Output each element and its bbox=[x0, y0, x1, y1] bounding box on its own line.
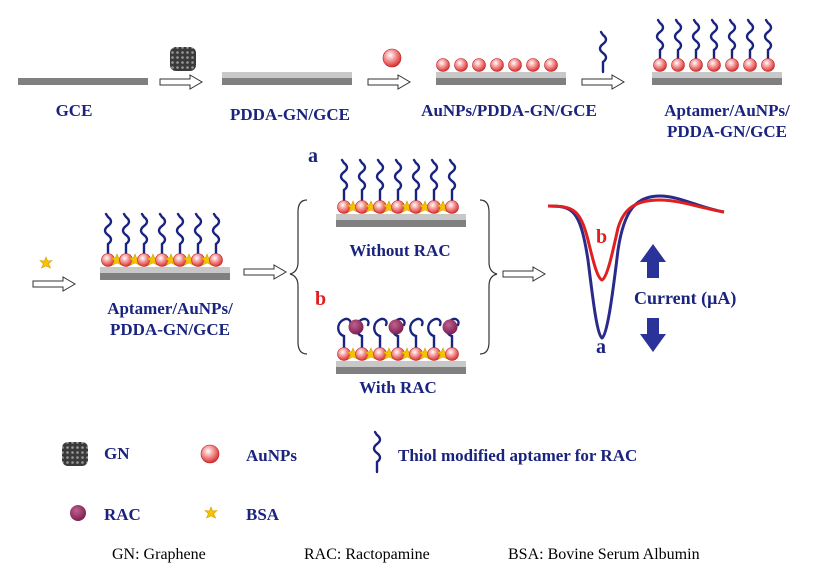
aptamer-strand bbox=[211, 212, 221, 256]
arrow-to-cases bbox=[243, 264, 287, 280]
legend-aunps-label: AuNPs bbox=[246, 446, 298, 465]
aunp-particle bbox=[508, 58, 522, 72]
aptamer-strand bbox=[393, 158, 403, 202]
left-brace bbox=[289, 199, 308, 355]
arrow-bsa bbox=[32, 276, 76, 292]
aunp-particle bbox=[209, 253, 223, 267]
aptamer-strand bbox=[121, 212, 131, 256]
aptamer-strand bbox=[139, 212, 149, 256]
legend-rac-icon bbox=[70, 505, 86, 521]
legend-gn-icon bbox=[62, 442, 88, 466]
aptamer-strand bbox=[429, 158, 439, 202]
legend-aptamer-label: Thiol modified aptamer for RAC bbox=[398, 446, 638, 465]
label-aptamer-line1: Aptamer/AuNPs/ bbox=[664, 101, 790, 120]
aptamer-icon bbox=[598, 30, 608, 74]
label-gce: GCE bbox=[55, 101, 93, 120]
aunp-particle bbox=[526, 58, 540, 72]
aunp-particle bbox=[445, 347, 459, 361]
aptamer-strand bbox=[655, 18, 665, 62]
arrow-to-signal bbox=[502, 266, 546, 282]
legend-bsa-label: BSA bbox=[246, 505, 280, 524]
footnote-bsa: BSA: Bovine Serum Albumin bbox=[508, 546, 700, 563]
electrode-with-rac bbox=[336, 317, 466, 374]
aptamer-strand bbox=[339, 158, 349, 202]
curve-a bbox=[547, 194, 725, 340]
electrode-without-rac bbox=[336, 158, 466, 227]
aptamer-strand bbox=[157, 212, 167, 256]
curve-a-label: a bbox=[596, 336, 606, 358]
aptamer-strand bbox=[447, 158, 457, 202]
label-bsa-line1: Aptamer/AuNPs/ bbox=[107, 299, 233, 318]
current-axis-label: Current (μA) bbox=[634, 288, 737, 308]
aunp-particle bbox=[725, 58, 739, 72]
pdda-gn-electrode bbox=[222, 72, 352, 85]
aptamer-strand bbox=[691, 18, 701, 62]
curve-b bbox=[547, 198, 725, 282]
footnote-gn: GN: Graphene bbox=[112, 546, 206, 563]
aunp-particle bbox=[454, 58, 468, 72]
aunp-particle bbox=[445, 200, 459, 214]
aptamer-strand bbox=[427, 317, 442, 350]
label-aptamer-electrode: Aptamer/AuNPs/ PDDA-GN/GCE bbox=[642, 100, 812, 142]
label-with-rac: With RAC bbox=[359, 378, 437, 397]
rac-molecule bbox=[348, 319, 364, 335]
legend-rac-label: RAC bbox=[104, 505, 141, 524]
label-without-rac: Without RAC bbox=[349, 241, 451, 260]
right-brace bbox=[479, 199, 498, 355]
legend-gn-label: GN bbox=[104, 444, 130, 463]
aunp-particle bbox=[490, 58, 504, 72]
aunp-particle bbox=[707, 58, 721, 72]
aunp-particle bbox=[653, 58, 667, 72]
aptamer-strand bbox=[709, 18, 719, 62]
footnote-rac: RAC: Ractopamine bbox=[304, 546, 430, 563]
label-aptamer-line2: PDDA-GN/GCE bbox=[667, 122, 787, 141]
arrow-step2 bbox=[367, 74, 411, 90]
legend-aptamer-icon bbox=[372, 430, 382, 474]
rac-molecule bbox=[388, 319, 404, 335]
aptamer-strand bbox=[727, 18, 737, 62]
arrow-up-icon bbox=[640, 244, 666, 278]
label-aunps-pdda-gn-gce: AuNPs/PDDA-GN/GCE bbox=[421, 101, 597, 120]
aptamer-strand bbox=[763, 18, 773, 62]
gce-electrode bbox=[18, 78, 148, 85]
aunp-particle bbox=[689, 58, 703, 72]
legend-aunps-icon bbox=[200, 444, 220, 464]
aptamer-strand bbox=[673, 18, 683, 62]
arrow-step3 bbox=[581, 74, 625, 90]
aptamer-strand bbox=[337, 317, 352, 350]
gn-flake bbox=[170, 47, 196, 71]
case-b-tag: b bbox=[315, 288, 327, 310]
bsa-icon bbox=[39, 256, 53, 269]
aptamer-strand bbox=[373, 317, 388, 350]
label-bsa-electrode: Aptamer/AuNPs/ PDDA-GN/GCE bbox=[85, 298, 255, 340]
aunp-particle bbox=[436, 58, 450, 72]
aunp-particle bbox=[743, 58, 757, 72]
gn-flake-icon bbox=[159, 74, 203, 90]
aptamer-strand bbox=[409, 317, 424, 350]
aunp-particle bbox=[761, 58, 775, 72]
aunps-electrode bbox=[436, 58, 566, 85]
case-a-tag: a bbox=[308, 145, 318, 167]
aptamer-strand bbox=[411, 158, 421, 202]
aptamer-strand bbox=[175, 212, 185, 256]
curve-b-label: b bbox=[596, 226, 608, 248]
aptamer-electrode bbox=[652, 18, 782, 85]
aunp-icon bbox=[382, 48, 402, 68]
arrow-down-icon bbox=[640, 318, 666, 352]
aptamer-strand bbox=[375, 158, 385, 202]
aptamer-strand bbox=[357, 158, 367, 202]
legend-bsa-icon bbox=[204, 506, 218, 519]
label-pdda-gn-gce: PDDA-GN/GCE bbox=[230, 105, 350, 124]
aptamer-strand bbox=[103, 212, 113, 256]
aptamer-strand bbox=[193, 212, 203, 256]
aunp-particle bbox=[544, 58, 558, 72]
bsa-electrode bbox=[100, 212, 230, 280]
aptamer-strand bbox=[745, 18, 755, 62]
aunp-particle bbox=[472, 58, 486, 72]
rac-molecule bbox=[442, 319, 458, 335]
label-bsa-line2: PDDA-GN/GCE bbox=[110, 320, 230, 339]
aunp-particle bbox=[671, 58, 685, 72]
